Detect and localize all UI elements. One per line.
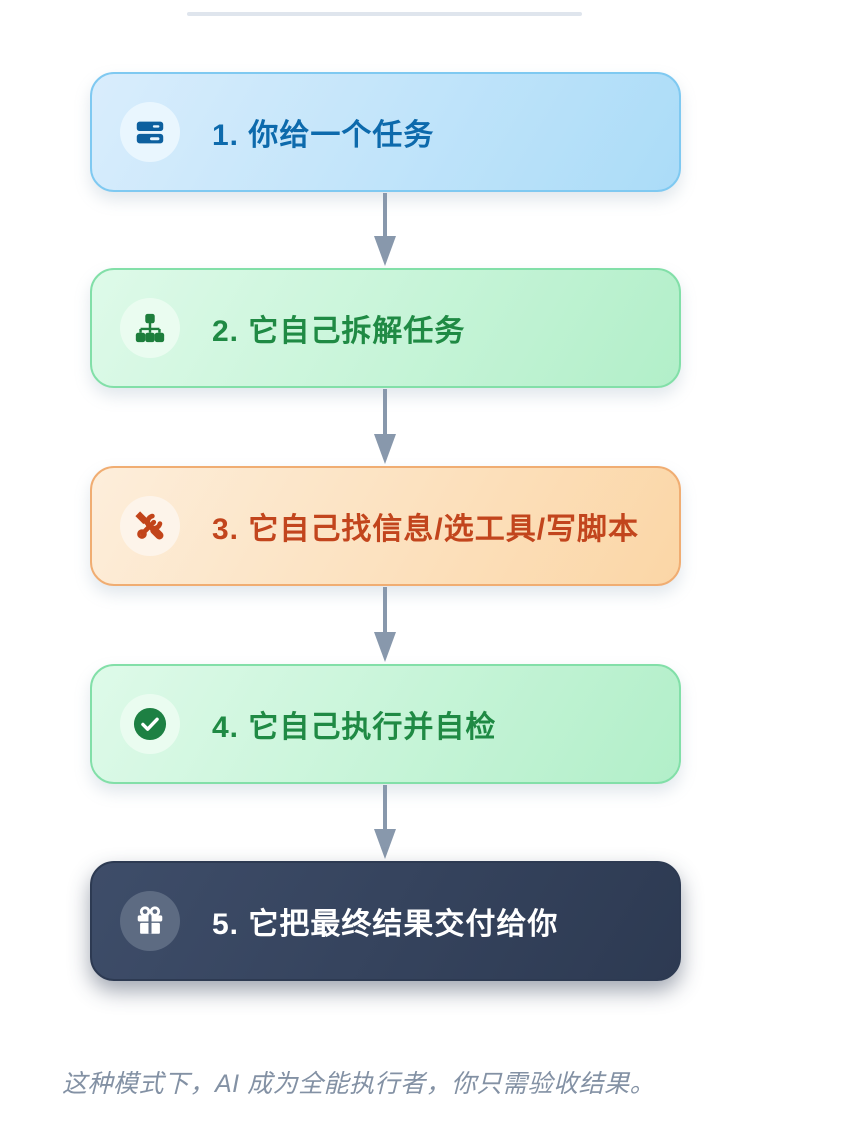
step-5-icon-circle — [120, 891, 180, 951]
step-card-1: 1. 你给一个任务 — [90, 72, 681, 192]
step-1-icon-circle — [120, 102, 180, 162]
down-arrow-icon — [374, 389, 396, 464]
gift-icon — [137, 906, 163, 934]
step-4-label: 4. 它自己执行并自检 — [212, 711, 497, 744]
step-2-label: 2. 它自己拆解任务 — [212, 315, 466, 348]
caption-text: 这种模式下，AI 成为全能执行者，你只需验收结果。 — [62, 1070, 656, 1098]
step-card-5: 5. 它把最终结果交付给你 — [90, 861, 681, 981]
tools-icon — [135, 511, 164, 540]
step-5-label: 5. 它把最终结果交付给你 — [212, 908, 559, 941]
down-arrow-icon — [374, 785, 396, 859]
down-arrow-icon — [374, 193, 396, 266]
step-card-3: 3. 它自己找信息/选工具/写脚本 — [90, 466, 681, 586]
task-card-icon — [136, 121, 164, 144]
step-3-label: 3. 它自己找信息/选工具/写脚本 — [212, 513, 640, 546]
divider-line — [187, 12, 582, 16]
check-circle-icon — [133, 707, 167, 741]
down-arrow-icon — [374, 587, 396, 662]
step-card-2: 2. 它自己拆解任务 — [90, 268, 681, 388]
step-1-label: 1. 你给一个任务 — [212, 119, 435, 152]
step-2-icon-circle — [120, 298, 180, 358]
step-card-4: 4. 它自己执行并自检 — [90, 664, 681, 784]
sitemap-icon — [135, 313, 165, 343]
step-4-icon-circle — [120, 694, 180, 754]
step-3-icon-circle — [120, 496, 180, 556]
